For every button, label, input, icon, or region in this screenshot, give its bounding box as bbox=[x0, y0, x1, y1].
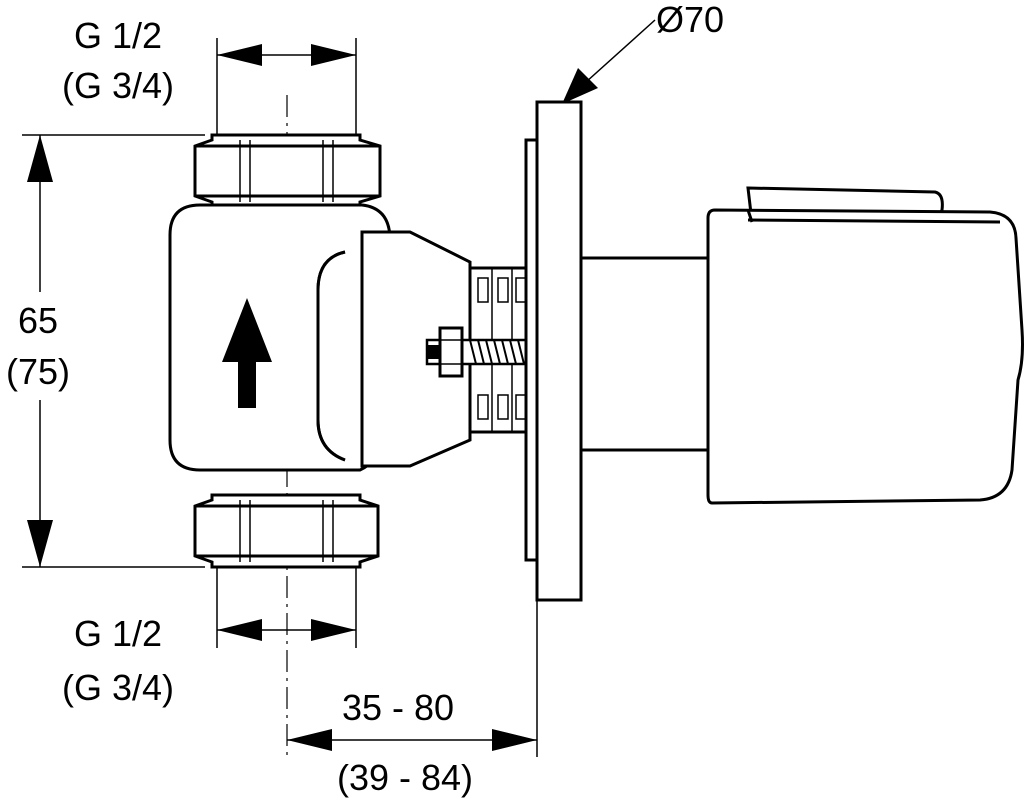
flow-direction-arrow-icon bbox=[222, 298, 272, 408]
top-thread-label: G 1/2 bbox=[74, 15, 162, 56]
depth-label: 35 - 80 bbox=[342, 687, 454, 728]
bottom-thread-dimension bbox=[217, 619, 356, 641]
diameter-label: Ø70 bbox=[656, 0, 724, 40]
handle-stem bbox=[579, 256, 715, 452]
depth-alt-label: (39 - 84) bbox=[337, 757, 473, 798]
cartridge-assembly bbox=[425, 266, 537, 434]
bottom-thread-alt-label: (G 3/4) bbox=[62, 667, 174, 708]
height-label: 65 bbox=[18, 300, 58, 341]
extension-lines bbox=[22, 38, 538, 757]
depth-dimension bbox=[287, 729, 537, 751]
height-dimension bbox=[27, 135, 53, 567]
height-alt-label: (75) bbox=[6, 351, 70, 392]
diameter-leader bbox=[562, 19, 656, 104]
top-thread-dimension bbox=[217, 44, 356, 66]
bottom-thread-label: G 1/2 bbox=[74, 613, 162, 654]
top-thread-alt-label: (G 3/4) bbox=[62, 65, 174, 106]
valve-body bbox=[168, 133, 472, 569]
cover-plate bbox=[524, 100, 583, 602]
handle bbox=[706, 186, 1024, 505]
